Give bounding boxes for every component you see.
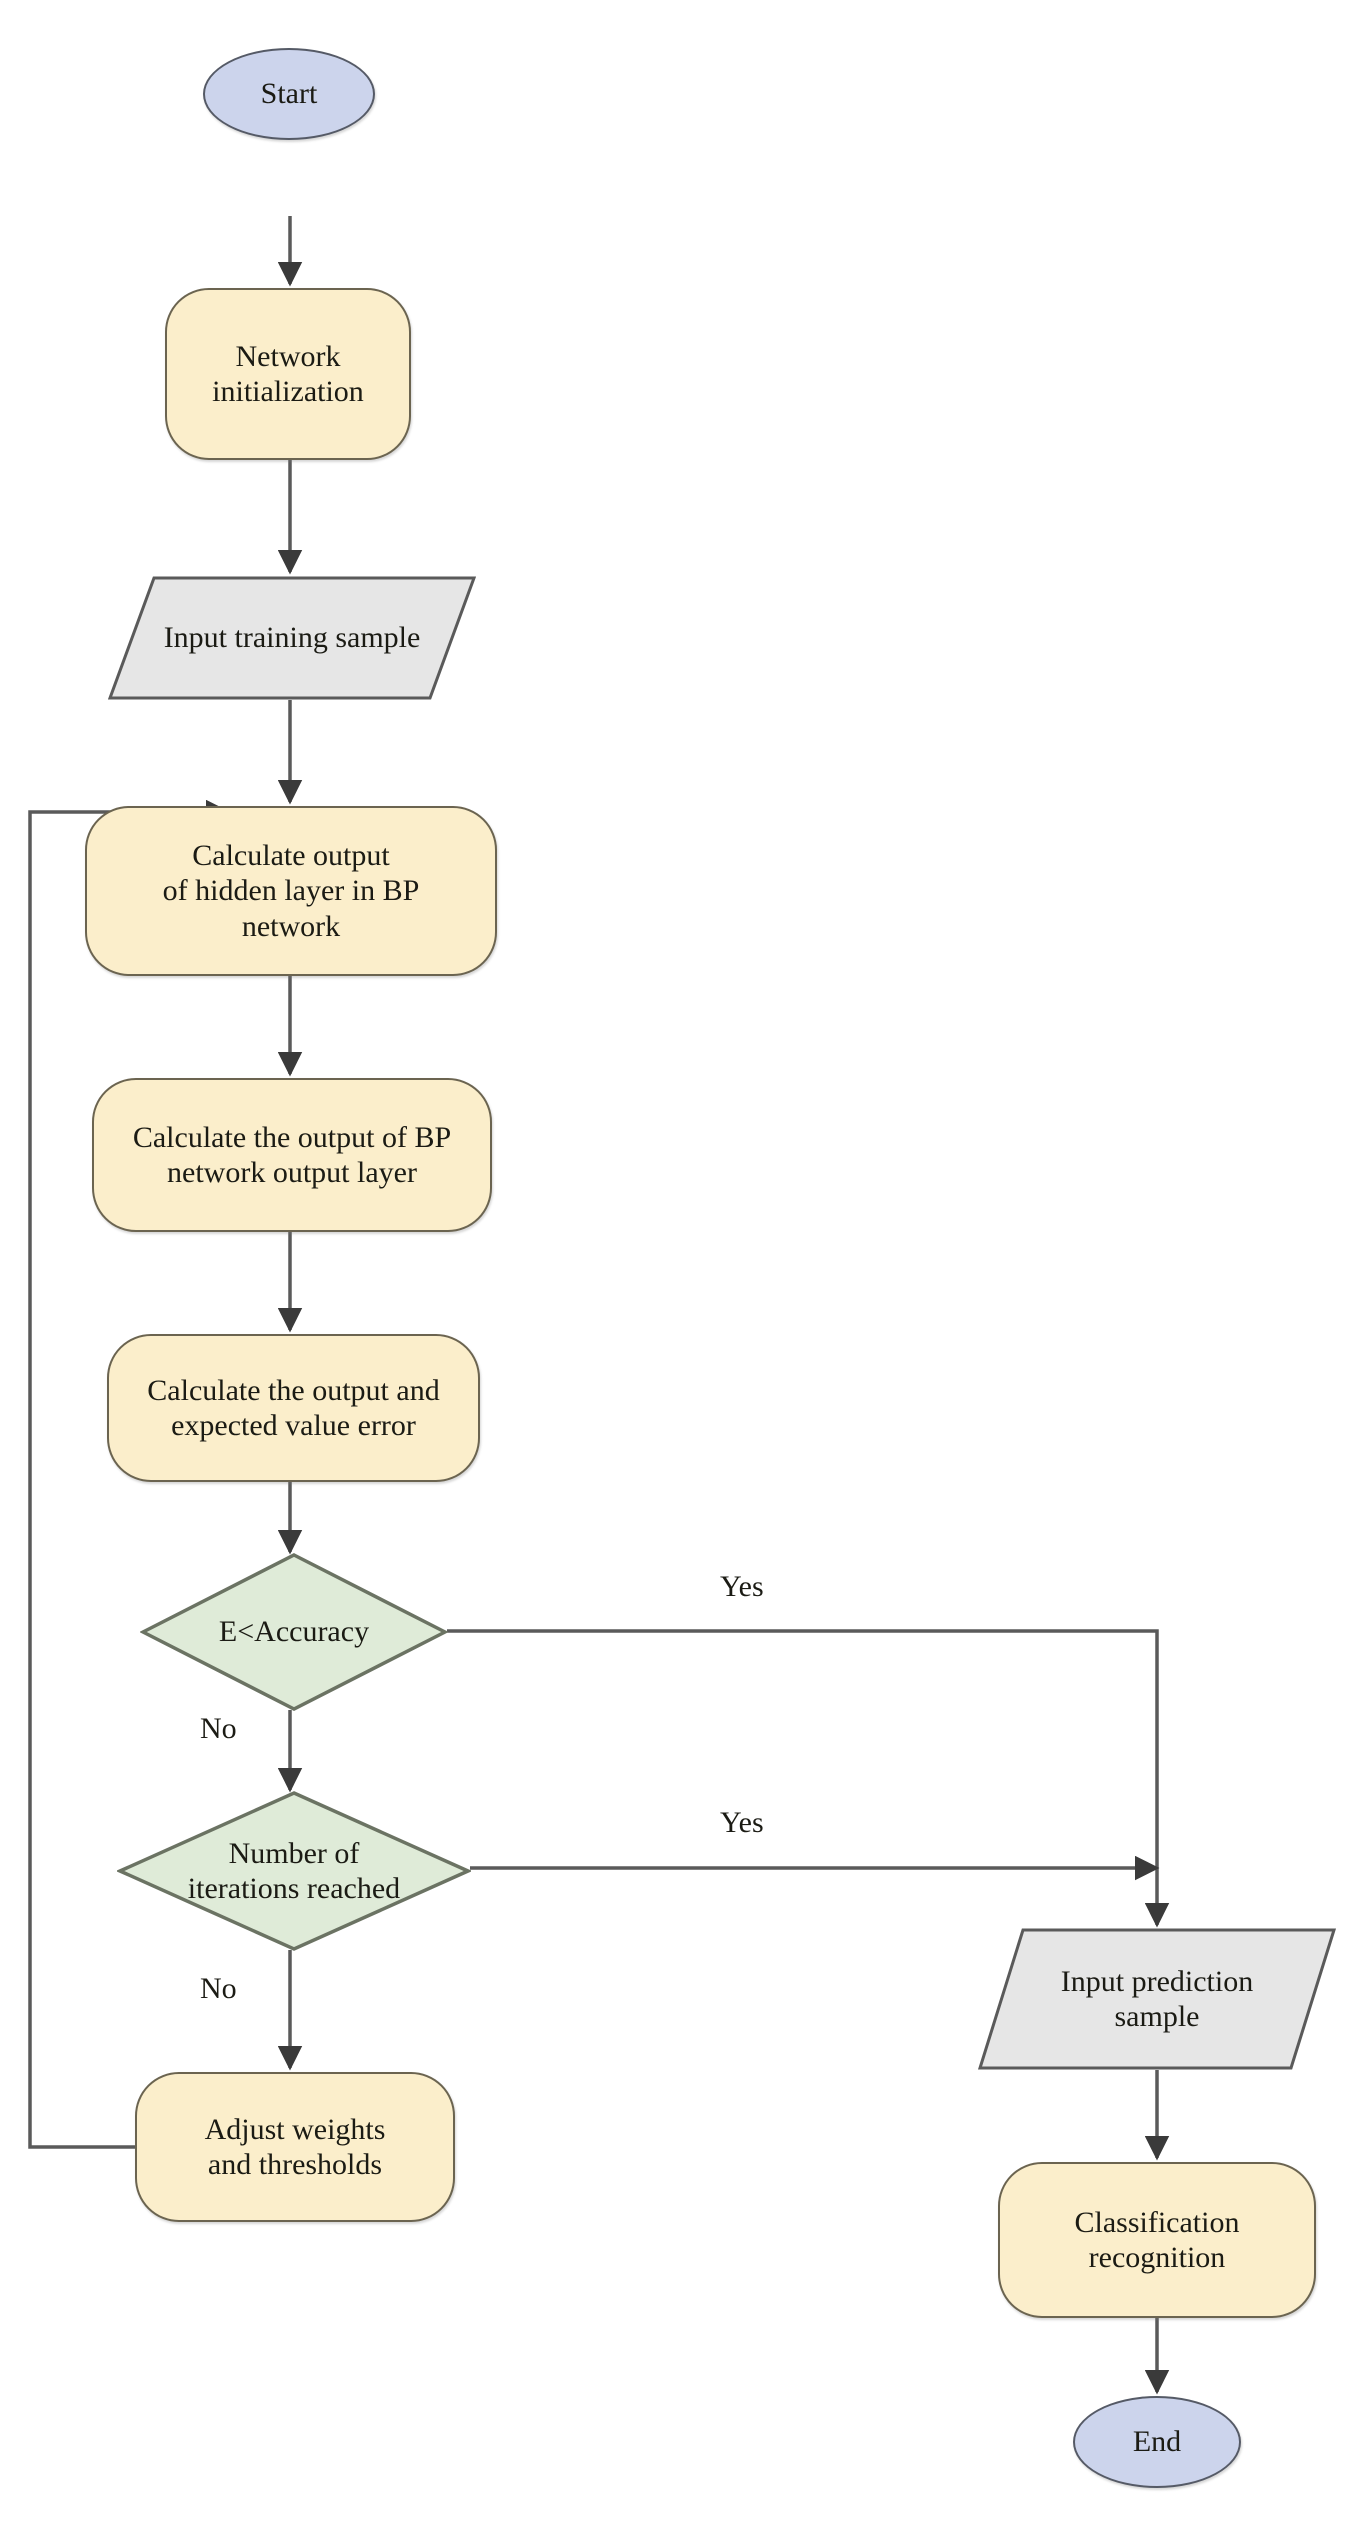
node-iterations-decision[interactable]: Number of iterations reached [117, 1790, 471, 1952]
edge-accuracy-yes-to-prediction [447, 1629, 1170, 1928]
node-classification-recognition-label: Classification recognition [1074, 2205, 1240, 2274]
node-iterations-decision-label: Number of iterations reached [187, 1836, 401, 1905]
edge-label-iterations-no: No [200, 1972, 237, 2005]
node-accuracy-decision[interactable]: E<Accuracy [140, 1552, 448, 1712]
node-calculate-error[interactable]: Calculate the output and expected value … [107, 1334, 480, 1482]
node-end[interactable]: End [1073, 2396, 1241, 2488]
node-calculate-output-layer-label: Calculate the output of BP network outpu… [132, 1120, 452, 1189]
node-end-label: End [1132, 2425, 1182, 2459]
edge-label-accuracy-no: No [200, 1712, 237, 1745]
node-classification-recognition[interactable]: Classification recognition [998, 2162, 1316, 2318]
node-adjust-weights[interactable]: Adjust weights and thresholds [135, 2072, 455, 2222]
edge-label-accuracy-yes: Yes [720, 1570, 764, 1603]
node-accuracy-decision-label: E<Accuracy [218, 1615, 370, 1649]
node-input-training-sample-label: Input training sample [163, 621, 421, 655]
node-input-prediction-sample[interactable]: Input prediction sample [978, 1928, 1336, 2070]
node-network-initialization[interactable]: Network initialization [165, 288, 411, 460]
node-calculate-hidden-layer-output[interactable]: Calculate output of hidden layer in BP n… [85, 806, 497, 976]
node-input-training-sample[interactable]: Input training sample [108, 576, 476, 700]
node-start-label: Start [260, 77, 318, 111]
node-calculate-error-label: Calculate the output and expected value … [147, 1373, 440, 1442]
node-calculate-hidden-layer-output-label: Calculate output of hidden layer in BP n… [162, 838, 420, 943]
node-input-prediction-sample-label: Input prediction sample [1060, 1964, 1254, 2033]
node-calculate-output-layer[interactable]: Calculate the output of BP network outpu… [92, 1078, 492, 1232]
edge-label-iterations-yes: Yes [720, 1806, 764, 1839]
node-start[interactable]: Start [203, 48, 375, 140]
node-network-initialization-label: Network initialization [212, 339, 364, 408]
node-adjust-weights-label: Adjust weights and thresholds [204, 2112, 386, 2181]
